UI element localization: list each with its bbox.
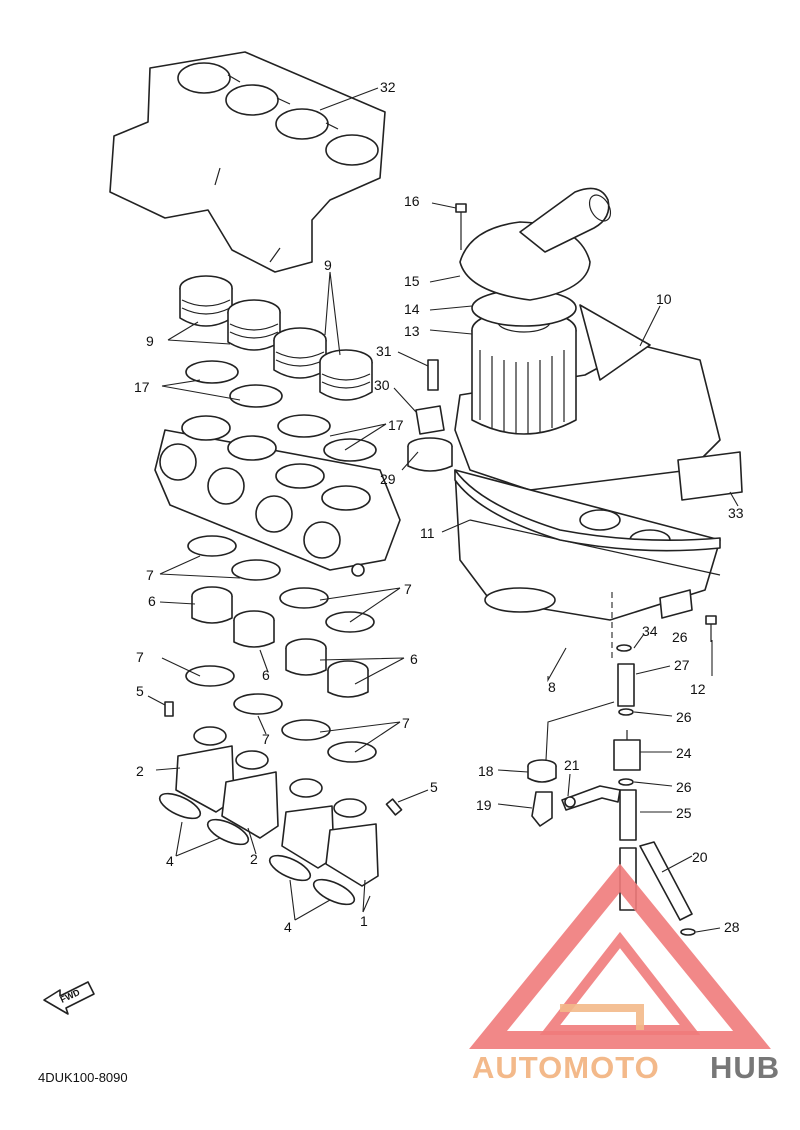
callout-27: 27 — [674, 657, 690, 673]
callout-31: 31 — [376, 343, 392, 359]
callout-11: 11 — [420, 525, 435, 541]
callout-24: 24 — [676, 745, 692, 761]
air-cleaner-case — [454, 304, 743, 621]
callout-29: 29 — [380, 471, 396, 487]
callout-20: 20 — [692, 849, 708, 865]
callout-9: 9 — [324, 257, 332, 273]
callout-6: 6 — [262, 667, 270, 683]
callout-4: 4 — [166, 853, 174, 869]
callout-26: 26 — [676, 779, 692, 795]
carburetor-assembly — [154, 415, 401, 577]
callout-30: 30 — [374, 377, 390, 393]
upper-hose-clamps — [185, 360, 377, 462]
callout-8: 8 — [548, 679, 556, 695]
callout-17: 17 — [388, 417, 404, 433]
callout-2: 2 — [136, 763, 144, 779]
callout-1: 1 — [360, 913, 368, 929]
diagram-code: 4DUK100-8090 — [38, 1070, 128, 1085]
gaskets — [158, 792, 356, 906]
filter-cover — [459, 187, 612, 301]
lower-hose-clamps — [185, 535, 377, 763]
callout-32: 32 — [380, 79, 396, 95]
callout-25: 25 — [676, 805, 692, 821]
callout-26: 26 — [672, 629, 688, 645]
leader-lines — [147, 87, 739, 933]
callout-18: 18 — [478, 763, 494, 779]
callout-5: 5 — [136, 683, 144, 699]
grommet-collar-bolt — [407, 359, 453, 472]
callout-7: 7 — [402, 715, 410, 731]
callout-7: 7 — [404, 581, 412, 597]
screws — [164, 701, 403, 816]
callout-15: 15 — [404, 273, 420, 289]
callout-34: 34 — [642, 623, 658, 639]
heat-shield-plate — [109, 51, 386, 273]
callout-labels: 32 9 9 17 17 7 7 6 6 7 6 5 7 7 2 5 2 4 4… — [134, 79, 744, 935]
watermark-brand-part1: AUTOMOTO — [472, 1050, 660, 1085]
callout-33: 33 — [728, 505, 744, 521]
watermark-brand-part2: HUB — [710, 1050, 780, 1085]
callout-7: 7 — [136, 649, 144, 665]
callout-26: 26 — [676, 709, 692, 725]
callout-12: 12 — [690, 681, 706, 697]
carb-joint-boots — [179, 275, 373, 401]
callout-6: 6 — [148, 593, 156, 609]
intake-manifolds — [175, 726, 379, 887]
callout-10: 10 — [656, 291, 672, 307]
case-screw — [705, 615, 717, 642]
callout-2: 2 — [250, 851, 258, 867]
callout-28: 28 — [724, 919, 740, 935]
forward-direction-arrow: FWD — [43, 981, 95, 1015]
callout-16: 16 — [404, 193, 420, 209]
automotohub-watermark: AUTOMOTO HUB — [469, 863, 780, 1085]
callout-4: 4 — [284, 919, 292, 935]
callout-5: 5 — [430, 779, 438, 795]
intake-joints — [191, 586, 369, 698]
cover-screw — [455, 203, 467, 250]
air-filter-element — [471, 309, 577, 435]
callout-14: 14 — [404, 301, 420, 317]
callout-7: 7 — [146, 567, 154, 583]
callout-17: 17 — [134, 379, 150, 395]
callout-9: 9 — [146, 333, 154, 349]
callout-7: 7 — [262, 731, 270, 747]
callout-21: 21 — [564, 757, 580, 773]
callout-6: 6 — [410, 651, 418, 667]
callout-19: 19 — [476, 797, 492, 813]
callout-13: 13 — [404, 323, 420, 339]
